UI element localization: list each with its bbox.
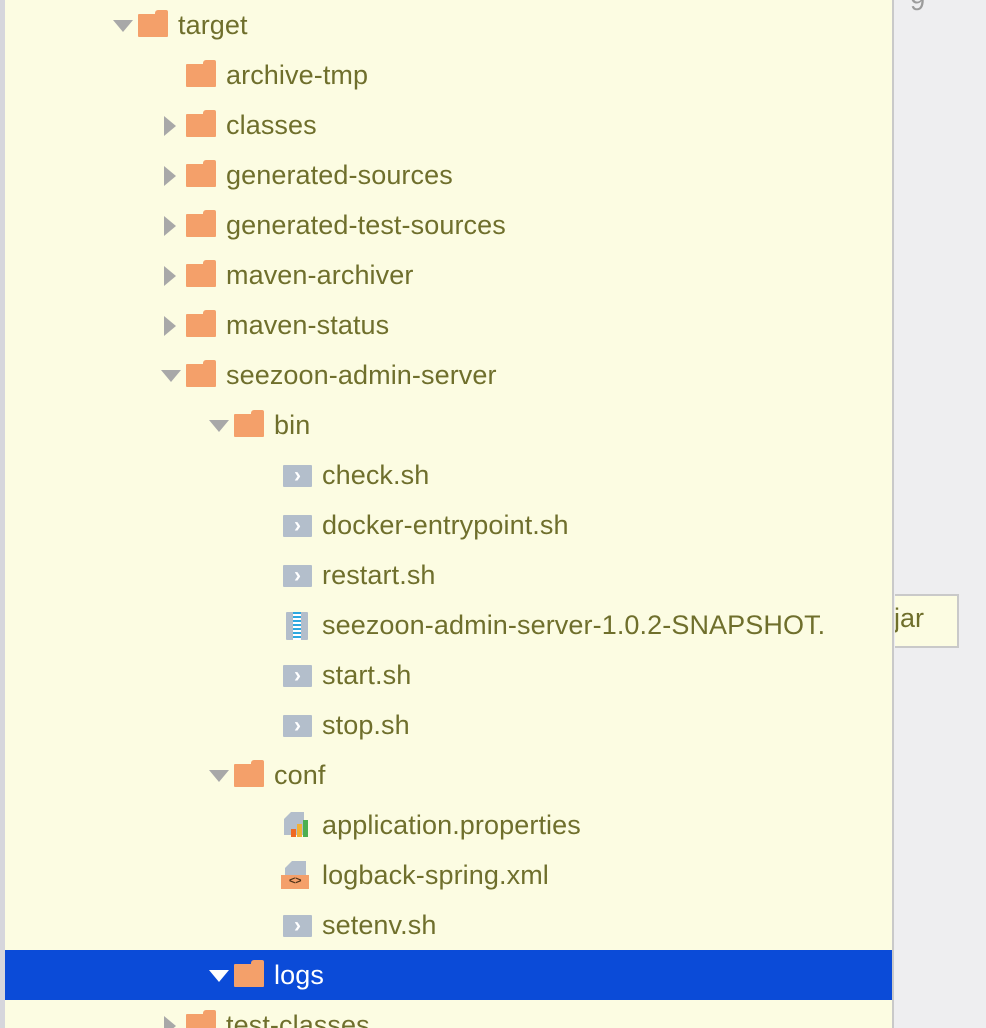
filename-overflow-text: jar [895, 603, 925, 633]
filename-overflow-tooltip: jar [895, 594, 959, 648]
twisty-spacer [254, 562, 280, 588]
tree-row[interactable]: setenv.sh [5, 900, 892, 950]
chevron-down-icon[interactable] [206, 412, 232, 438]
twisty-spacer [158, 62, 184, 88]
tree-row[interactable]: archive-tmp [5, 50, 892, 100]
tree-row[interactable]: restart.sh [5, 550, 892, 600]
tree-row-label: maven-status [226, 309, 390, 340]
folder-icon [184, 359, 218, 391]
tree-row[interactable]: generated-sources [5, 150, 892, 200]
tree-row[interactable]: seezoon-admin-server [5, 350, 892, 400]
shell-script-icon [280, 559, 314, 591]
twisty-spacer [254, 712, 280, 738]
folder-icon [184, 1009, 218, 1028]
tree-row[interactable]: <> logback-spring.xml [5, 850, 892, 900]
tree-row[interactable]: test-classes [5, 1000, 892, 1028]
twisty-spacer [254, 912, 280, 938]
twisty-spacer [254, 462, 280, 488]
tree-row[interactable]: seezoon-admin-server-1.0.2-SNAPSHOT. [5, 600, 892, 650]
properties-file-icon [280, 809, 314, 841]
folder-icon [184, 209, 218, 241]
tree-row-label: docker-entrypoint.sh [322, 509, 569, 540]
tree-row-label: classes [226, 109, 317, 140]
jar-archive-icon [280, 609, 314, 641]
shell-script-icon [280, 909, 314, 941]
tree-row-label: logback-spring.xml [322, 859, 549, 890]
tree-row[interactable]: application.properties [5, 800, 892, 850]
tree-row[interactable]: bin [5, 400, 892, 450]
shell-script-icon [280, 659, 314, 691]
project-file-tree[interactable]: target archive-tmp classes generated-source… [5, 0, 894, 1028]
tree-row-label: restart.sh [322, 559, 436, 590]
tree-row-label: target [178, 9, 248, 40]
gutter-line-number: 9 [910, 0, 926, 16]
folder-icon [184, 159, 218, 191]
folder-icon [184, 259, 218, 291]
chevron-right-icon[interactable] [158, 162, 184, 188]
tree-row-label: stop.sh [322, 709, 410, 740]
tree-row-label: setenv.sh [322, 909, 437, 940]
tree-row-label: archive-tmp [226, 59, 369, 90]
tree-row[interactable]: target [5, 0, 892, 50]
chevron-down-icon[interactable] [206, 762, 232, 788]
tree-row[interactable]: generated-test-sources [5, 200, 892, 250]
folder-icon [184, 309, 218, 341]
folder-icon [232, 759, 266, 791]
tree-row-label: seezoon-admin-server [226, 359, 497, 390]
tree-row[interactable]: conf [5, 750, 892, 800]
tree-row[interactable]: check.sh [5, 450, 892, 500]
tree-row-label: logs [274, 959, 324, 990]
shell-script-icon [280, 509, 314, 541]
chevron-right-icon[interactable] [158, 1012, 184, 1028]
tree-row[interactable]: maven-archiver [5, 250, 892, 300]
twisty-spacer [254, 862, 280, 888]
tree-row[interactable]: stop.sh [5, 700, 892, 750]
twisty-spacer [254, 512, 280, 538]
folder-icon [136, 9, 170, 41]
tree-row-label: check.sh [322, 459, 430, 490]
twisty-spacer [254, 662, 280, 688]
tree-row[interactable]: logs [5, 950, 892, 1000]
xml-file-icon: <> [280, 859, 314, 891]
tree-row-label: bin [274, 409, 311, 440]
tree-row-label: start.sh [322, 659, 412, 690]
tree-row-label: test-classes [226, 1009, 370, 1028]
shell-script-icon [280, 709, 314, 741]
shell-script-icon [280, 459, 314, 491]
tree-row[interactable]: docker-entrypoint.sh [5, 500, 892, 550]
tree-row[interactable]: classes [5, 100, 892, 150]
twisty-spacer [254, 612, 280, 638]
chevron-right-icon[interactable] [158, 312, 184, 338]
chevron-right-icon[interactable] [158, 212, 184, 238]
folder-icon [232, 959, 266, 991]
tree-row-label: application.properties [322, 809, 581, 840]
editor-gutter-pane: 9 [896, 0, 986, 1028]
tree-row-label: conf [274, 759, 326, 790]
tree-row[interactable]: maven-status [5, 300, 892, 350]
xml-code-badge: <> [281, 875, 309, 889]
tree-row-label: generated-sources [226, 159, 453, 190]
folder-icon [184, 109, 218, 141]
folder-icon [184, 59, 218, 91]
folder-icon [232, 409, 266, 441]
chevron-down-icon[interactable] [158, 362, 184, 388]
chevron-down-icon[interactable] [206, 962, 232, 988]
tree-row-label: seezoon-admin-server-1.0.2-SNAPSHOT. [322, 609, 826, 640]
left-scroll-rail [0, 0, 5, 1028]
tree-row-label: maven-archiver [226, 259, 414, 290]
chevron-right-icon[interactable] [158, 262, 184, 288]
twisty-spacer [254, 812, 280, 838]
tree-row[interactable]: start.sh [5, 650, 892, 700]
chevron-down-icon[interactable] [110, 12, 136, 38]
tree-row-label: generated-test-sources [226, 209, 506, 240]
chevron-right-icon[interactable] [158, 112, 184, 138]
